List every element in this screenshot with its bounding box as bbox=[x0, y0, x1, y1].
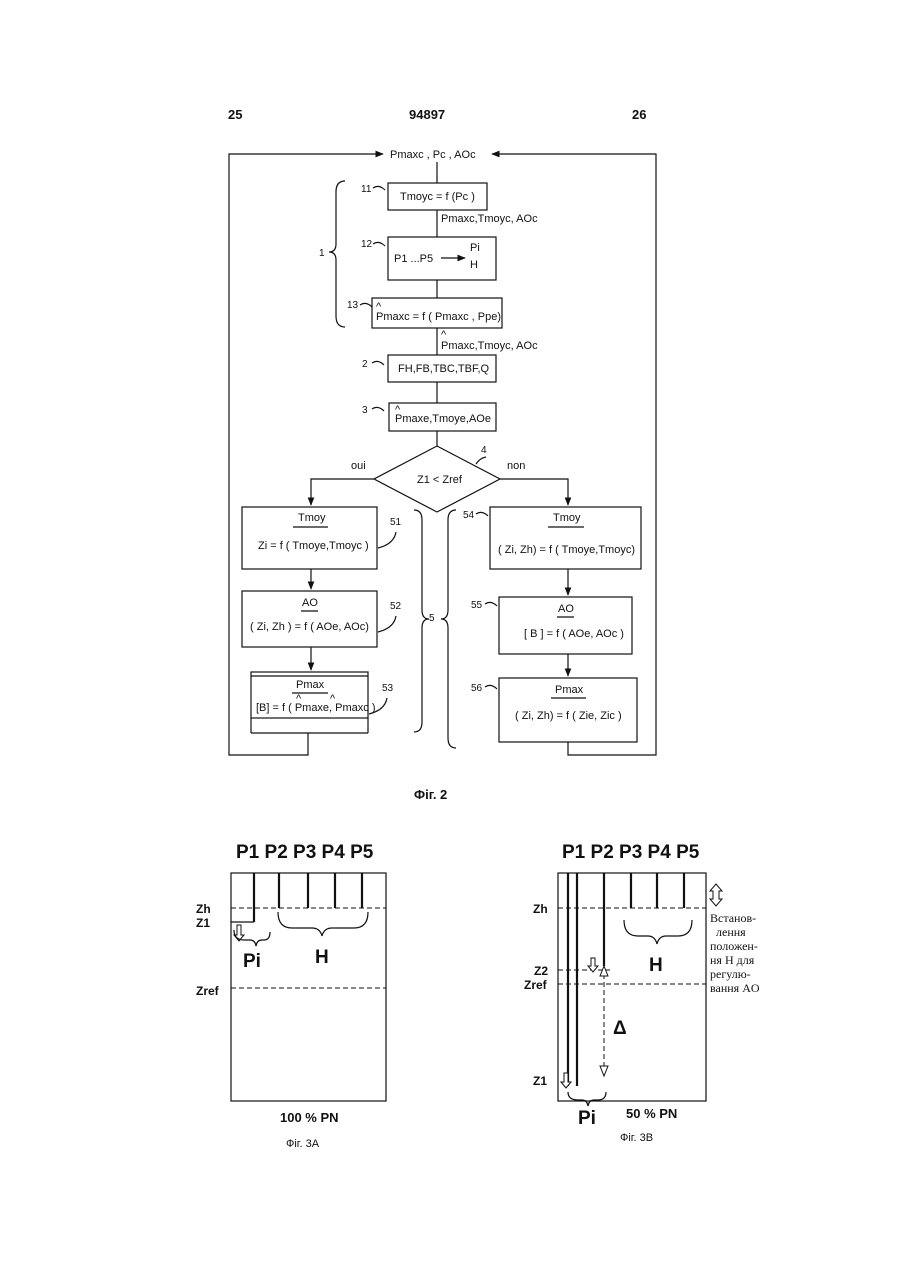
ref-leader bbox=[476, 457, 486, 464]
top-input-label: Pmaxc , Pc , AOc bbox=[390, 149, 476, 161]
fig3b-delta-up-arrow-icon bbox=[600, 966, 608, 976]
page-header: 25 94897 26 bbox=[228, 107, 646, 122]
box-11-ref: 11 bbox=[361, 184, 372, 195]
fig3b-note-line-2: лення bbox=[716, 925, 746, 939]
fig3a-h-label: H bbox=[315, 947, 329, 968]
fig3a-caption: Фiг. 3A bbox=[286, 1138, 320, 1150]
fig3a-power-label: 100 % PN bbox=[280, 1110, 339, 1125]
box-54-text: ( Zi, Zh) = f ( Tmoye,Tmoyc) bbox=[498, 544, 635, 556]
fig3b-delta-label: Δ bbox=[613, 1018, 627, 1039]
decision-4-text: Z1 < Zref bbox=[417, 474, 463, 486]
fig3a-z1-label: Z1 bbox=[196, 916, 210, 930]
box-2-text: FH,FB,TBC,TBF,Q bbox=[398, 363, 490, 375]
fig3a-groups-label: P1 P2 P3 P4 P5 bbox=[236, 842, 374, 863]
fig3b-h-brace bbox=[624, 920, 692, 944]
group-1-label: 1 bbox=[319, 248, 325, 259]
group-5-label: 5 bbox=[429, 613, 435, 624]
fig3b-note-line-5: регулю- bbox=[710, 967, 751, 981]
ref-leader bbox=[485, 602, 497, 606]
ref-leader bbox=[360, 303, 372, 307]
fig3b-note-line-4: ня H для bbox=[710, 953, 755, 967]
figure-2-flowchart: Pmaxc , Pc , AOc Tmoyc = f (Pc ) 11 Pmax… bbox=[229, 149, 656, 802]
box-52-ref: 52 bbox=[390, 601, 402, 612]
fig3b-pi-brace bbox=[568, 1092, 606, 1106]
ref-leader bbox=[372, 407, 384, 411]
fig3b-pi-label: Pi bbox=[578, 1108, 596, 1129]
ref-leader bbox=[378, 532, 396, 548]
group-1-brace bbox=[329, 181, 345, 327]
ref-leader bbox=[373, 186, 385, 190]
box-55-title: AO bbox=[558, 603, 574, 615]
box-55-text: [ B ] = f ( AOe, AOc ) bbox=[524, 628, 624, 640]
figure-3b: P1 P2 P3 P4 P5 Zh Z2 Zref Z1 Δ Pi H Вс bbox=[524, 842, 760, 1144]
box-51-title: Tmoy bbox=[298, 512, 326, 524]
yes-branch bbox=[311, 479, 374, 505]
box-56-title: Pmax bbox=[555, 684, 584, 696]
document-number: 94897 bbox=[409, 107, 445, 122]
box-56-ref: 56 bbox=[471, 683, 483, 694]
left-page-number: 25 bbox=[228, 107, 242, 122]
right-feedback-loop bbox=[492, 154, 656, 755]
yes-label: oui bbox=[351, 460, 366, 472]
box-13-text: Pmaxc = f ( Pmaxc , Ppe) bbox=[376, 311, 501, 323]
box-13-ref: 13 bbox=[347, 300, 359, 311]
box-54-ref: 54 bbox=[463, 510, 475, 521]
ref-leader bbox=[373, 242, 385, 246]
fig3b-z2-label: Z2 bbox=[534, 964, 548, 978]
ref-leader bbox=[476, 512, 488, 516]
fig3b-h-label: H bbox=[649, 955, 663, 976]
fig3b-power-label: 50 % PN bbox=[626, 1106, 677, 1121]
fig3b-note-line-3: положен- bbox=[710, 939, 758, 953]
flow-label-b: Pmaxc,Tmoyc, AOc bbox=[441, 340, 538, 352]
box-51-text: Zi = f ( Tmoye,Tmoyc ) bbox=[258, 540, 369, 552]
box-55-ref: 55 bbox=[471, 600, 483, 611]
box-52-text: ( Zi, Zh ) = f ( AOe, AOc) bbox=[250, 621, 369, 633]
box-53-ref: 53 bbox=[382, 683, 394, 694]
box-12-text: P1 ...P5 bbox=[394, 253, 433, 265]
fig3b-note-line-6: вання AO bbox=[710, 981, 760, 995]
fig3a-pi-label: Pi bbox=[243, 951, 261, 972]
box-53-title: Pmax bbox=[296, 679, 325, 691]
fig3b-caption: Фiг. 3B bbox=[620, 1132, 653, 1144]
fig3a-zref-label: Zref bbox=[196, 984, 220, 998]
fig3a-zh-label: Zh bbox=[196, 902, 211, 916]
box-3-ref: 3 bbox=[362, 405, 368, 416]
box-12-output-h: H bbox=[470, 259, 478, 271]
left-feedback-loop bbox=[229, 154, 383, 755]
box-12-output-pi: Pi bbox=[470, 242, 480, 254]
fig3b-z2-down-arrow-icon bbox=[588, 958, 598, 972]
flow-label-a: Pmaxc,Tmoyc, AOc bbox=[441, 213, 538, 225]
ref-leader bbox=[485, 685, 497, 689]
fig3b-updown-arrow-icon bbox=[710, 884, 722, 906]
box-11-text: Tmoyc = f (Pc ) bbox=[400, 191, 475, 203]
figure-3a: P1 P2 P3 P4 P5 Zh Z1 Zref Pi H 100 % PN … bbox=[196, 842, 386, 1150]
fig3b-z1-label: Z1 bbox=[533, 1074, 547, 1088]
fig3b-zh-label: Zh bbox=[533, 902, 548, 916]
fig3b-note-line-1: Встанов- bbox=[710, 911, 756, 925]
box-51-ref: 51 bbox=[390, 517, 402, 528]
box-2-ref: 2 bbox=[362, 359, 368, 370]
fig3a-h-brace bbox=[278, 912, 368, 936]
right-page-number: 26 bbox=[632, 107, 646, 122]
decision-4-ref: 4 bbox=[481, 445, 487, 456]
figure-2-caption: Фiг. 2 bbox=[414, 787, 447, 802]
box-12-ref: 12 bbox=[361, 239, 373, 250]
group-5-brace-left bbox=[414, 510, 429, 732]
fig3b-delta-down-arrow-icon bbox=[600, 1066, 608, 1076]
box-3-text: Pmaxe,Tmoye,AOe bbox=[395, 413, 491, 425]
box-52-title: AO bbox=[302, 597, 318, 609]
ref-leader bbox=[372, 361, 384, 365]
box-53-text: [B] = f ( Pmaxe, Pmaxc ) bbox=[256, 702, 376, 714]
fig3b-groups-label: P1 P2 P3 P4 P5 bbox=[562, 842, 700, 863]
group-5-brace-right bbox=[441, 510, 456, 748]
ref-leader bbox=[378, 616, 396, 632]
no-label: non bbox=[507, 460, 525, 472]
box-56-text: ( Zi, Zh) = f ( Zie, Zic ) bbox=[515, 710, 622, 722]
no-branch bbox=[500, 479, 568, 505]
fig3b-z1-down-arrow-icon bbox=[561, 1073, 571, 1088]
box-54-title: Tmoy bbox=[553, 512, 581, 524]
fig3b-zref-label: Zref bbox=[524, 978, 548, 992]
